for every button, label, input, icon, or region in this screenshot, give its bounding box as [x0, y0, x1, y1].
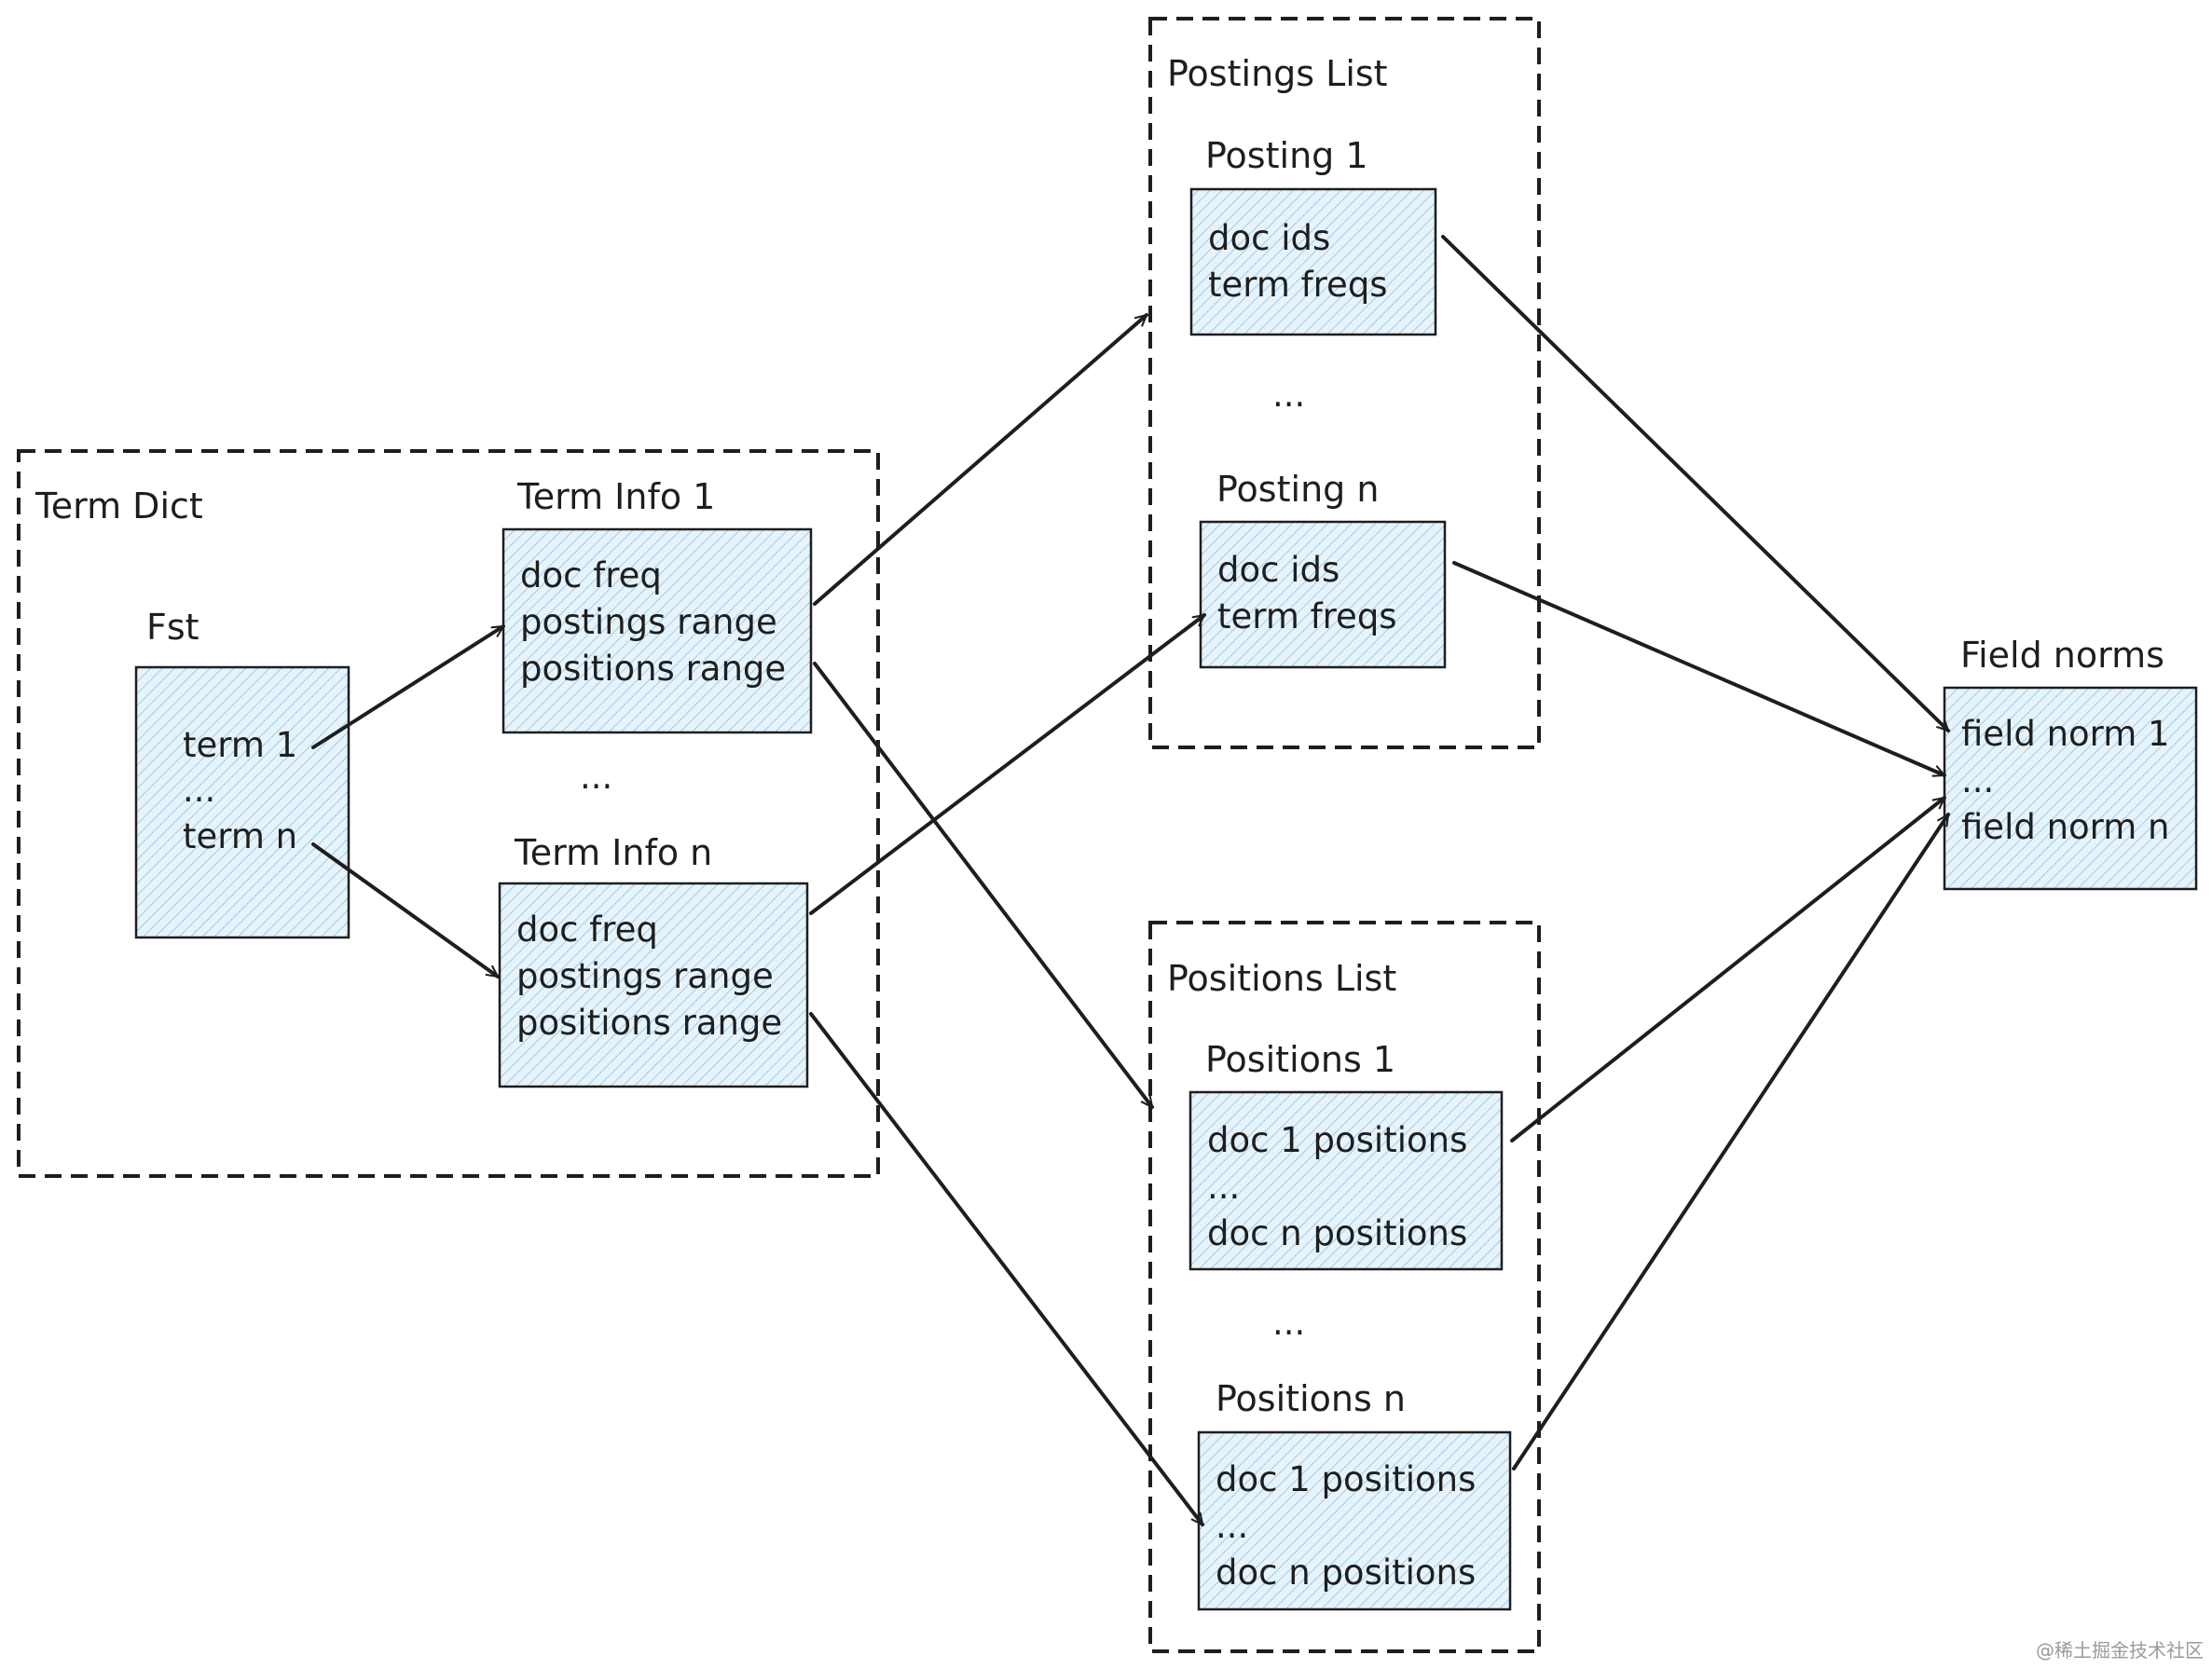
field-norms-line-1: field norm 1: [1961, 714, 2170, 754]
positions-ellipsis: ...: [1272, 1303, 1305, 1343]
posting-n-line-1: doc ids: [1217, 550, 1340, 590]
fst-node: Fst term 1 ... term n: [134, 607, 350, 939]
term-info-n-line-2: postings range: [516, 956, 774, 996]
arrow-term-info-n-to-positions-n: [809, 1012, 1204, 1526]
connector-arrows: [311, 235, 1950, 1526]
posting-ellipsis: ...: [1272, 375, 1305, 415]
arrow-fst-to-term-info-n: [311, 842, 500, 978]
positions-1-title: Positions 1: [1205, 1039, 1395, 1080]
term-info-1-line-2: postings range: [520, 602, 777, 642]
term-dict-title: Term Dict: [34, 486, 203, 527]
posting-n-node: Posting n doc ids term freqs: [1199, 469, 1447, 669]
fst-line-1: term 1: [183, 725, 297, 765]
positions-1-node: Positions 1 doc 1 positions ... doc n po…: [1188, 1039, 1504, 1271]
positions-n-title: Positions n: [1216, 1378, 1406, 1419]
postings-list-group: Postings List: [1148, 17, 1541, 749]
positions-n-line-3: doc n positions: [1216, 1553, 1476, 1593]
positions-1-line-3: doc n positions: [1207, 1213, 1467, 1253]
positions-1-line-2: ...: [1207, 1167, 1240, 1207]
positions-1-line-1: doc 1 positions: [1207, 1120, 1467, 1160]
posting-n-title: Posting n: [1216, 469, 1379, 510]
positions-n-line-1: doc 1 positions: [1216, 1459, 1476, 1499]
term-info-ellipsis: ...: [580, 757, 612, 797]
field-norms-node: Field norms field norm 1 ... field norm …: [1943, 635, 2198, 891]
posting-n-line-2: term freqs: [1217, 596, 1397, 636]
arrow-positions-n-to-field-norms: [1512, 813, 1950, 1471]
fst-title: Fst: [146, 607, 199, 648]
positions-n-line-2: ...: [1216, 1506, 1248, 1546]
term-dict-group: Term Dict: [17, 449, 880, 1178]
term-info-1-line-1: doc freq: [520, 555, 662, 595]
field-norms-title: Field norms: [1960, 635, 2164, 676]
term-info-n-title: Term Info n: [514, 832, 712, 873]
term-info-n-line-1: doc freq: [516, 910, 658, 950]
arrow-term-info-n-to-posting-n: [809, 613, 1206, 915]
field-norms-line-2: ...: [1961, 760, 1994, 800]
arrow-fst-to-term-info-1: [311, 624, 505, 749]
term-info-1-node: Term Info 1 doc freq postings range posi…: [501, 476, 813, 734]
arrow-posting-n-to-field-norms: [1452, 561, 1946, 777]
arrow-positions-1-to-field-norms: [1510, 796, 1946, 1142]
watermark-text: @稀土掘金技术社区: [2036, 1639, 2204, 1662]
arrow-posting-1-to-field-norms: [1441, 235, 1950, 732]
arrow-term-info-1-to-positions-1: [813, 662, 1154, 1109]
positions-list-title: Positions List: [1167, 958, 1396, 999]
fst-line-3: term n: [183, 816, 297, 856]
posting-1-line-1: doc ids: [1208, 218, 1330, 258]
term-info-n-node: Term Info n doc freq postings range posi…: [498, 832, 809, 1088]
term-info-n-line-3: positions range: [516, 1003, 782, 1043]
term-info-1-title: Term Info 1: [516, 476, 715, 517]
arrow-term-info-1-to-posting-1: [813, 313, 1148, 606]
field-norms-line-3: field norm n: [1961, 807, 2170, 847]
term-info-1-line-3: positions range: [520, 649, 786, 689]
postings-list-title: Postings List: [1167, 53, 1388, 94]
posting-1-node: Posting 1 doc ids term freqs: [1189, 135, 1437, 336]
fst-line-2: ...: [183, 770, 215, 810]
posting-1-line-2: term freqs: [1208, 265, 1388, 305]
positions-list-group: Positions List: [1148, 921, 1541, 1653]
posting-1-title: Posting 1: [1205, 135, 1368, 176]
positions-n-node: Positions n doc 1 positions ... doc n po…: [1197, 1378, 1512, 1611]
